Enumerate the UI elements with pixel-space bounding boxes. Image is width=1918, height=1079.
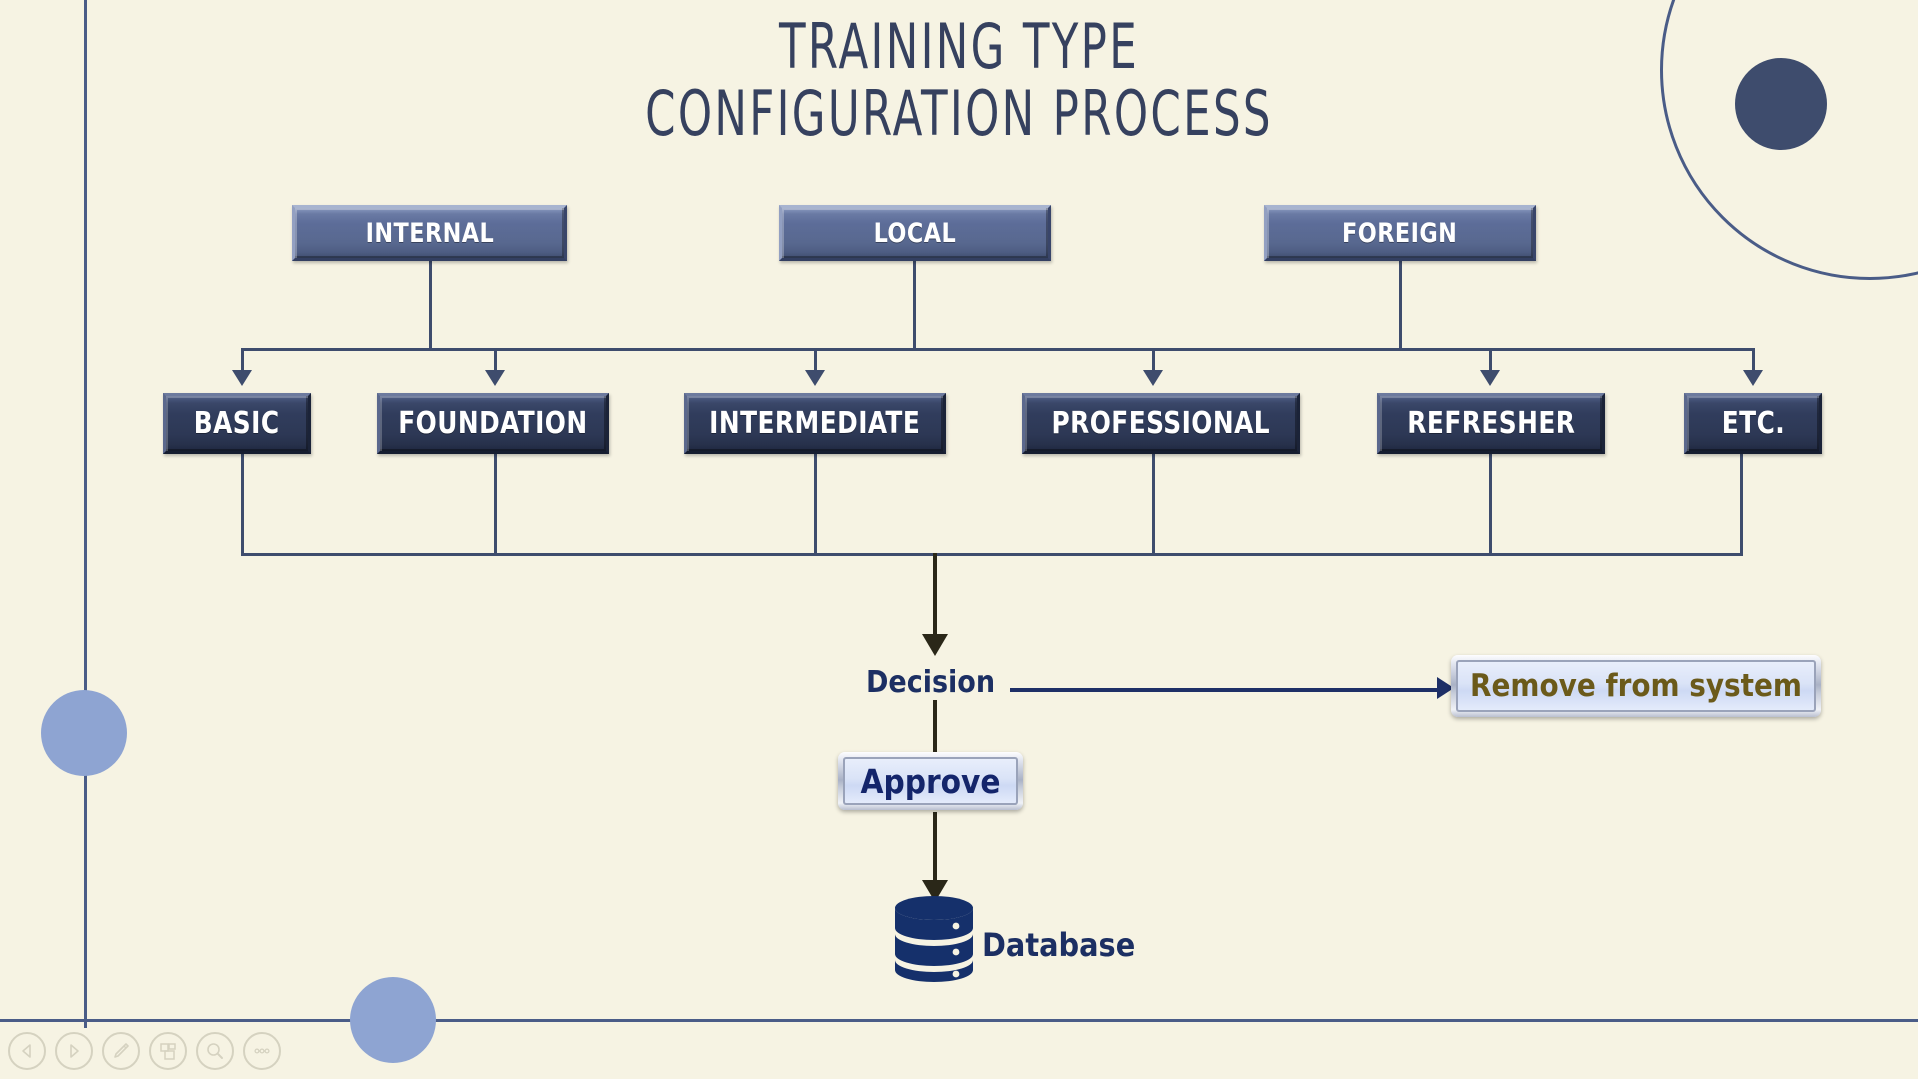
decorative-circle-light-2 xyxy=(350,977,436,1063)
node-local[interactable]: LOCAL xyxy=(779,205,1051,261)
node-remove-from-system[interactable]: Remove from system xyxy=(1451,655,1821,717)
drop-refresher xyxy=(1489,348,1492,374)
node-foreign-label: FOREIGN xyxy=(1342,217,1458,249)
distribution-bus xyxy=(241,348,1754,351)
node-basic[interactable]: BASIC xyxy=(163,393,311,454)
arrowhead-etc xyxy=(1743,370,1763,386)
arrowhead-to-decision xyxy=(922,634,948,656)
connector-internal-down xyxy=(429,261,432,348)
more-options-icon[interactable] xyxy=(243,1031,281,1070)
decorative-circle-dark xyxy=(1735,58,1827,150)
drop-basic xyxy=(241,348,244,374)
merge-drop-intermediate xyxy=(814,454,817,553)
decorative-vertical-line xyxy=(84,0,87,1028)
bottom-toolbar xyxy=(0,1022,1918,1079)
decorative-horizontal-line xyxy=(0,1019,1918,1022)
decorative-circle-light-1 xyxy=(41,690,127,776)
database-label: Database xyxy=(982,926,1136,964)
node-approve[interactable]: Approve xyxy=(838,752,1023,810)
node-professional[interactable]: PROFESSIONAL xyxy=(1022,393,1300,454)
node-foreign[interactable]: FOREIGN xyxy=(1264,205,1536,261)
page-title-line-1: TRAINING TYPE xyxy=(778,10,1140,83)
merge-bus xyxy=(241,553,1743,556)
node-approve-label: Approve xyxy=(843,757,1018,805)
node-intermediate[interactable]: INTERMEDIATE xyxy=(684,393,946,454)
pen-icon[interactable] xyxy=(102,1031,140,1070)
merge-drop-foundation xyxy=(494,454,497,553)
node-professional-label: PROFESSIONAL xyxy=(1051,406,1271,441)
merge-drop-professional xyxy=(1152,454,1155,553)
drop-etc xyxy=(1752,348,1755,374)
node-internal[interactable]: INTERNAL xyxy=(292,205,567,261)
connector-approve-to-database xyxy=(933,812,937,887)
node-foundation[interactable]: FOUNDATION xyxy=(377,393,609,454)
connector-foreign-down xyxy=(1399,261,1402,348)
node-basic-label: BASIC xyxy=(194,406,280,441)
merge-drop-refresher xyxy=(1489,454,1492,553)
decision-label: Decision xyxy=(866,665,996,700)
node-refresher[interactable]: REFRESHER xyxy=(1377,393,1605,454)
node-local-label: LOCAL xyxy=(873,217,957,249)
node-foundation-label: FOUNDATION xyxy=(398,406,588,441)
node-intermediate-label: INTERMEDIATE xyxy=(709,406,921,441)
node-etc[interactable]: ETC. xyxy=(1684,393,1822,454)
duplicate-icon[interactable] xyxy=(149,1031,187,1070)
arrowhead-basic xyxy=(232,370,252,386)
arrowhead-intermediate xyxy=(805,370,825,386)
arrowhead-professional xyxy=(1143,370,1163,386)
connector-decision-to-remove xyxy=(1010,688,1442,692)
arrowhead-foundation xyxy=(485,370,505,386)
drop-intermediate xyxy=(814,348,817,374)
connector-decision-to-approve xyxy=(933,700,937,758)
node-etc-label: ETC. xyxy=(1721,406,1785,441)
database-cylinder-icon xyxy=(893,895,975,983)
magnifier-icon[interactable] xyxy=(196,1031,234,1070)
drop-professional xyxy=(1152,348,1155,374)
page-title: TRAINING TYPE CONFIGURATION PROCESS xyxy=(211,10,1707,150)
connector-to-decision xyxy=(933,553,937,641)
arrowhead-to-remove xyxy=(1437,677,1454,699)
connector-local-down xyxy=(913,261,916,348)
merge-drop-basic xyxy=(241,454,244,553)
previous-arrow-icon[interactable] xyxy=(8,1031,46,1070)
arrowhead-refresher xyxy=(1480,370,1500,386)
page-title-line-2: CONFIGURATION PROCESS xyxy=(645,76,1273,150)
node-refresher-label: REFRESHER xyxy=(1406,406,1576,441)
merge-drop-etc xyxy=(1740,454,1743,553)
node-remove-from-system-label: Remove from system xyxy=(1456,660,1816,712)
next-arrow-icon[interactable] xyxy=(55,1031,93,1070)
node-internal-label: INTERNAL xyxy=(365,217,494,249)
drop-foundation xyxy=(494,348,497,374)
